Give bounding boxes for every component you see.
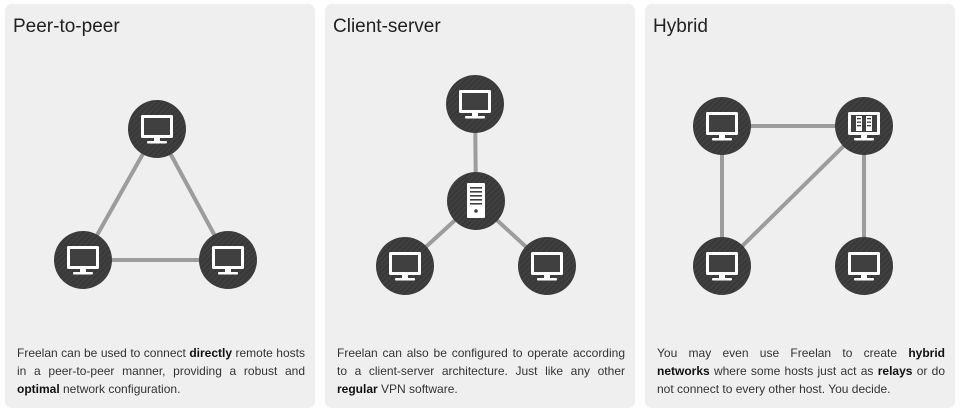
panel-description: Freelan can also be configured to operat… — [337, 344, 625, 398]
server-tower-icon — [467, 183, 485, 218]
emphasis-text: optimal — [17, 382, 60, 396]
description-text: where some hosts just act as — [709, 364, 878, 378]
node-right — [199, 231, 257, 289]
monitor-icon — [67, 246, 99, 275]
node-top — [128, 100, 186, 158]
node-center — [447, 172, 505, 230]
panel-title: Client-server — [333, 16, 441, 37]
node-right — [518, 237, 576, 295]
description-text: VPN software. — [377, 382, 458, 396]
panel-title: Hybrid — [653, 16, 708, 37]
monitor-icon — [141, 115, 173, 144]
node-top — [446, 75, 504, 133]
panel-title: Peer-to-peer — [13, 16, 120, 37]
monitor-icon — [848, 252, 880, 281]
hybrid-diagram — [693, 97, 893, 295]
description-text: Freelan can also be configured to operat… — [337, 346, 625, 378]
emphasis-text: regular — [337, 382, 378, 396]
monitor-icon — [531, 252, 563, 281]
emphasis-text: relays — [877, 364, 913, 378]
node-left — [376, 237, 434, 295]
node-top-right — [835, 97, 893, 155]
panel-description: You may even use Freelan to create hybri… — [657, 344, 945, 398]
description-text: Freelan can be used to connect — [17, 346, 190, 360]
client-server-panel: Client-server Freelan can also be config… — [325, 4, 635, 408]
description-text: remote hosts in a peer-to-peer manner, p… — [17, 346, 305, 378]
node-bottom-left — [693, 237, 751, 295]
description-text: network configuration. — [59, 382, 181, 396]
description-text: or do not connect to every other host. Y… — [657, 364, 945, 396]
node-top-left — [693, 97, 751, 155]
peer-to-peer-diagram — [54, 100, 257, 289]
monitor-icon — [389, 252, 421, 281]
client-server-diagram — [376, 75, 576, 295]
emphasis-text: hybrid networks — [657, 346, 945, 378]
monitor-icon — [459, 90, 491, 119]
monitor-icon — [706, 112, 738, 141]
hybrid-panel: Hybrid You may even use Freelan to creat… — [645, 4, 955, 408]
description-text: You may even use Freelan to create — [657, 346, 909, 360]
monitor-icon — [706, 252, 738, 281]
relay-server-icon — [848, 112, 880, 141]
emphasis-text: directly — [189, 346, 232, 360]
link-top-right-bottom-left — [720, 124, 866, 268]
monitor-icon — [212, 246, 244, 275]
node-left — [54, 231, 112, 289]
panel-description: Freelan can be used to connect directly … — [17, 344, 305, 398]
peer-to-peer-panel: Peer-to-peer Freelan can be used to conn… — [5, 4, 315, 408]
node-bottom-right — [835, 237, 893, 295]
